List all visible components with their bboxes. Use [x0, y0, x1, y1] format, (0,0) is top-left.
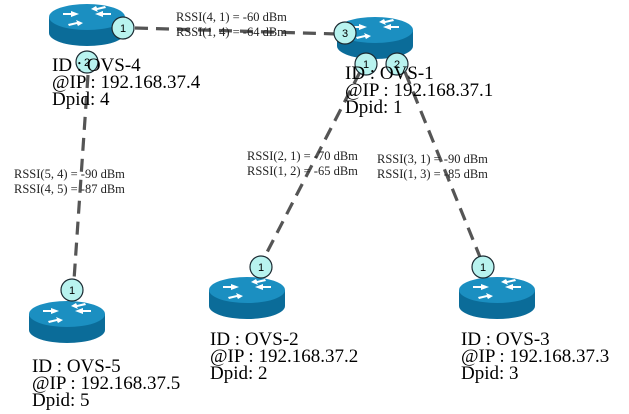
node-info-ovs1: ID : OVS-1 @IP : 192.168.37.1 Dpid: 1: [345, 63, 494, 118]
port-ovs4-2: 2: [75, 50, 99, 74]
rssi-value: RSSI(4, 1) = -60 dBm: [176, 10, 287, 24]
node-id: ID : OVS-1: [345, 63, 434, 84]
node-id: ID : OVS-2: [210, 329, 299, 350]
port-ovs3-1: 1: [471, 255, 495, 279]
port-ovs5-1: 1: [60, 278, 84, 302]
svg-text:2: 2: [84, 57, 90, 69]
node-dpid: Dpid: 3: [461, 363, 519, 384]
svg-text:1: 1: [69, 285, 75, 297]
port-ovs1-2: 2: [385, 52, 409, 76]
svg-text:1: 1: [363, 59, 369, 71]
link-ovs4-ovs5: [72, 74, 90, 281]
link-ovs1-ovs2: [260, 71, 362, 263]
router-icon-ovs5: [29, 301, 105, 343]
node-ip: @IP : 192.168.37.1: [345, 80, 494, 101]
rssi-label-ovs3-ovs1: RSSI(3, 1) = -90 dBm RSSI(1, 3) = -85 dB…: [377, 152, 488, 182]
node-id: ID : OVS-4: [52, 55, 141, 76]
router-icon-ovs3: [459, 277, 535, 319]
rssi-value: RSSI(1, 2) = -65 dBm: [247, 164, 358, 178]
rssi-label-ovs5-ovs4: RSSI(5, 4) = -90 dBm RSSI(4, 5) = -87 dB…: [14, 167, 125, 197]
port-ovs4-1: 1: [111, 16, 135, 40]
links: [72, 26, 484, 281]
node-dpid: Dpid: 2: [210, 363, 268, 384]
rssi-label-ovs2-ovs1: RSSI(2, 1) = -70 dBm RSSI(1, 2) = -65 dB…: [247, 149, 358, 179]
rssi-value: RSSI(2, 1) = -70 dBm: [247, 149, 358, 163]
node-info-ovs2: ID : OVS-2 @IP : 192.168.37.2 Dpid: 2: [210, 329, 359, 384]
port-ovs1-1: 1: [354, 52, 378, 76]
svg-text:1: 1: [120, 23, 126, 35]
node-info-ovs5: ID : OVS-5 @IP : 192.168.37.5 Dpid: 5: [32, 356, 181, 411]
port-ovs1-3: 3: [333, 21, 357, 45]
svg-text:2: 2: [394, 59, 400, 71]
node-dpid: Dpid: 4: [52, 89, 110, 110]
router-icon-ovs2: [209, 277, 285, 319]
node-ip: @IP : 192.168.37.2: [210, 346, 359, 367]
node-ip: @IP : 192.168.37.4: [52, 72, 201, 93]
node-dpid: Dpid: 5: [32, 390, 90, 411]
node-info-ovs3: ID : OVS-3 @IP : 192.168.37.3 Dpid: 3: [461, 329, 610, 384]
port-ovs2-1: 1: [249, 255, 273, 279]
node-ip: @IP : 192.168.37.5: [32, 373, 181, 394]
link-ovs1-ovs3: [403, 71, 484, 263]
svg-text:1: 1: [480, 262, 486, 274]
svg-text:1: 1: [258, 262, 264, 274]
rssi-value: RSSI(3, 1) = -90 dBm: [377, 152, 488, 166]
svg-text:3: 3: [342, 28, 348, 40]
node-info-ovs4: ID : OVS-4 @IP : 192.168.37.4 Dpid: 4: [52, 55, 201, 110]
rssi-value: RSSI(1, 4) = -64 dBm: [176, 25, 287, 39]
rssi-value: RSSI(4, 5) = -87 dBm: [14, 182, 125, 196]
rssi-value: RSSI(5, 4) = -90 dBm: [14, 167, 125, 181]
link-ovs4-ovs1: [134, 26, 339, 36]
rssi-label-ovs4-ovs1: RSSI(4, 1) = -60 dBm RSSI(1, 4) = -64 dB…: [176, 10, 287, 40]
node-id: ID : OVS-3: [461, 329, 550, 350]
node-dpid: Dpid: 1: [345, 97, 403, 118]
rssi-value: RSSI(1, 3) = -85 dBm: [377, 167, 488, 181]
node-id: ID : OVS-5: [32, 356, 121, 377]
node-ip: @IP : 192.168.37.3: [461, 346, 610, 367]
